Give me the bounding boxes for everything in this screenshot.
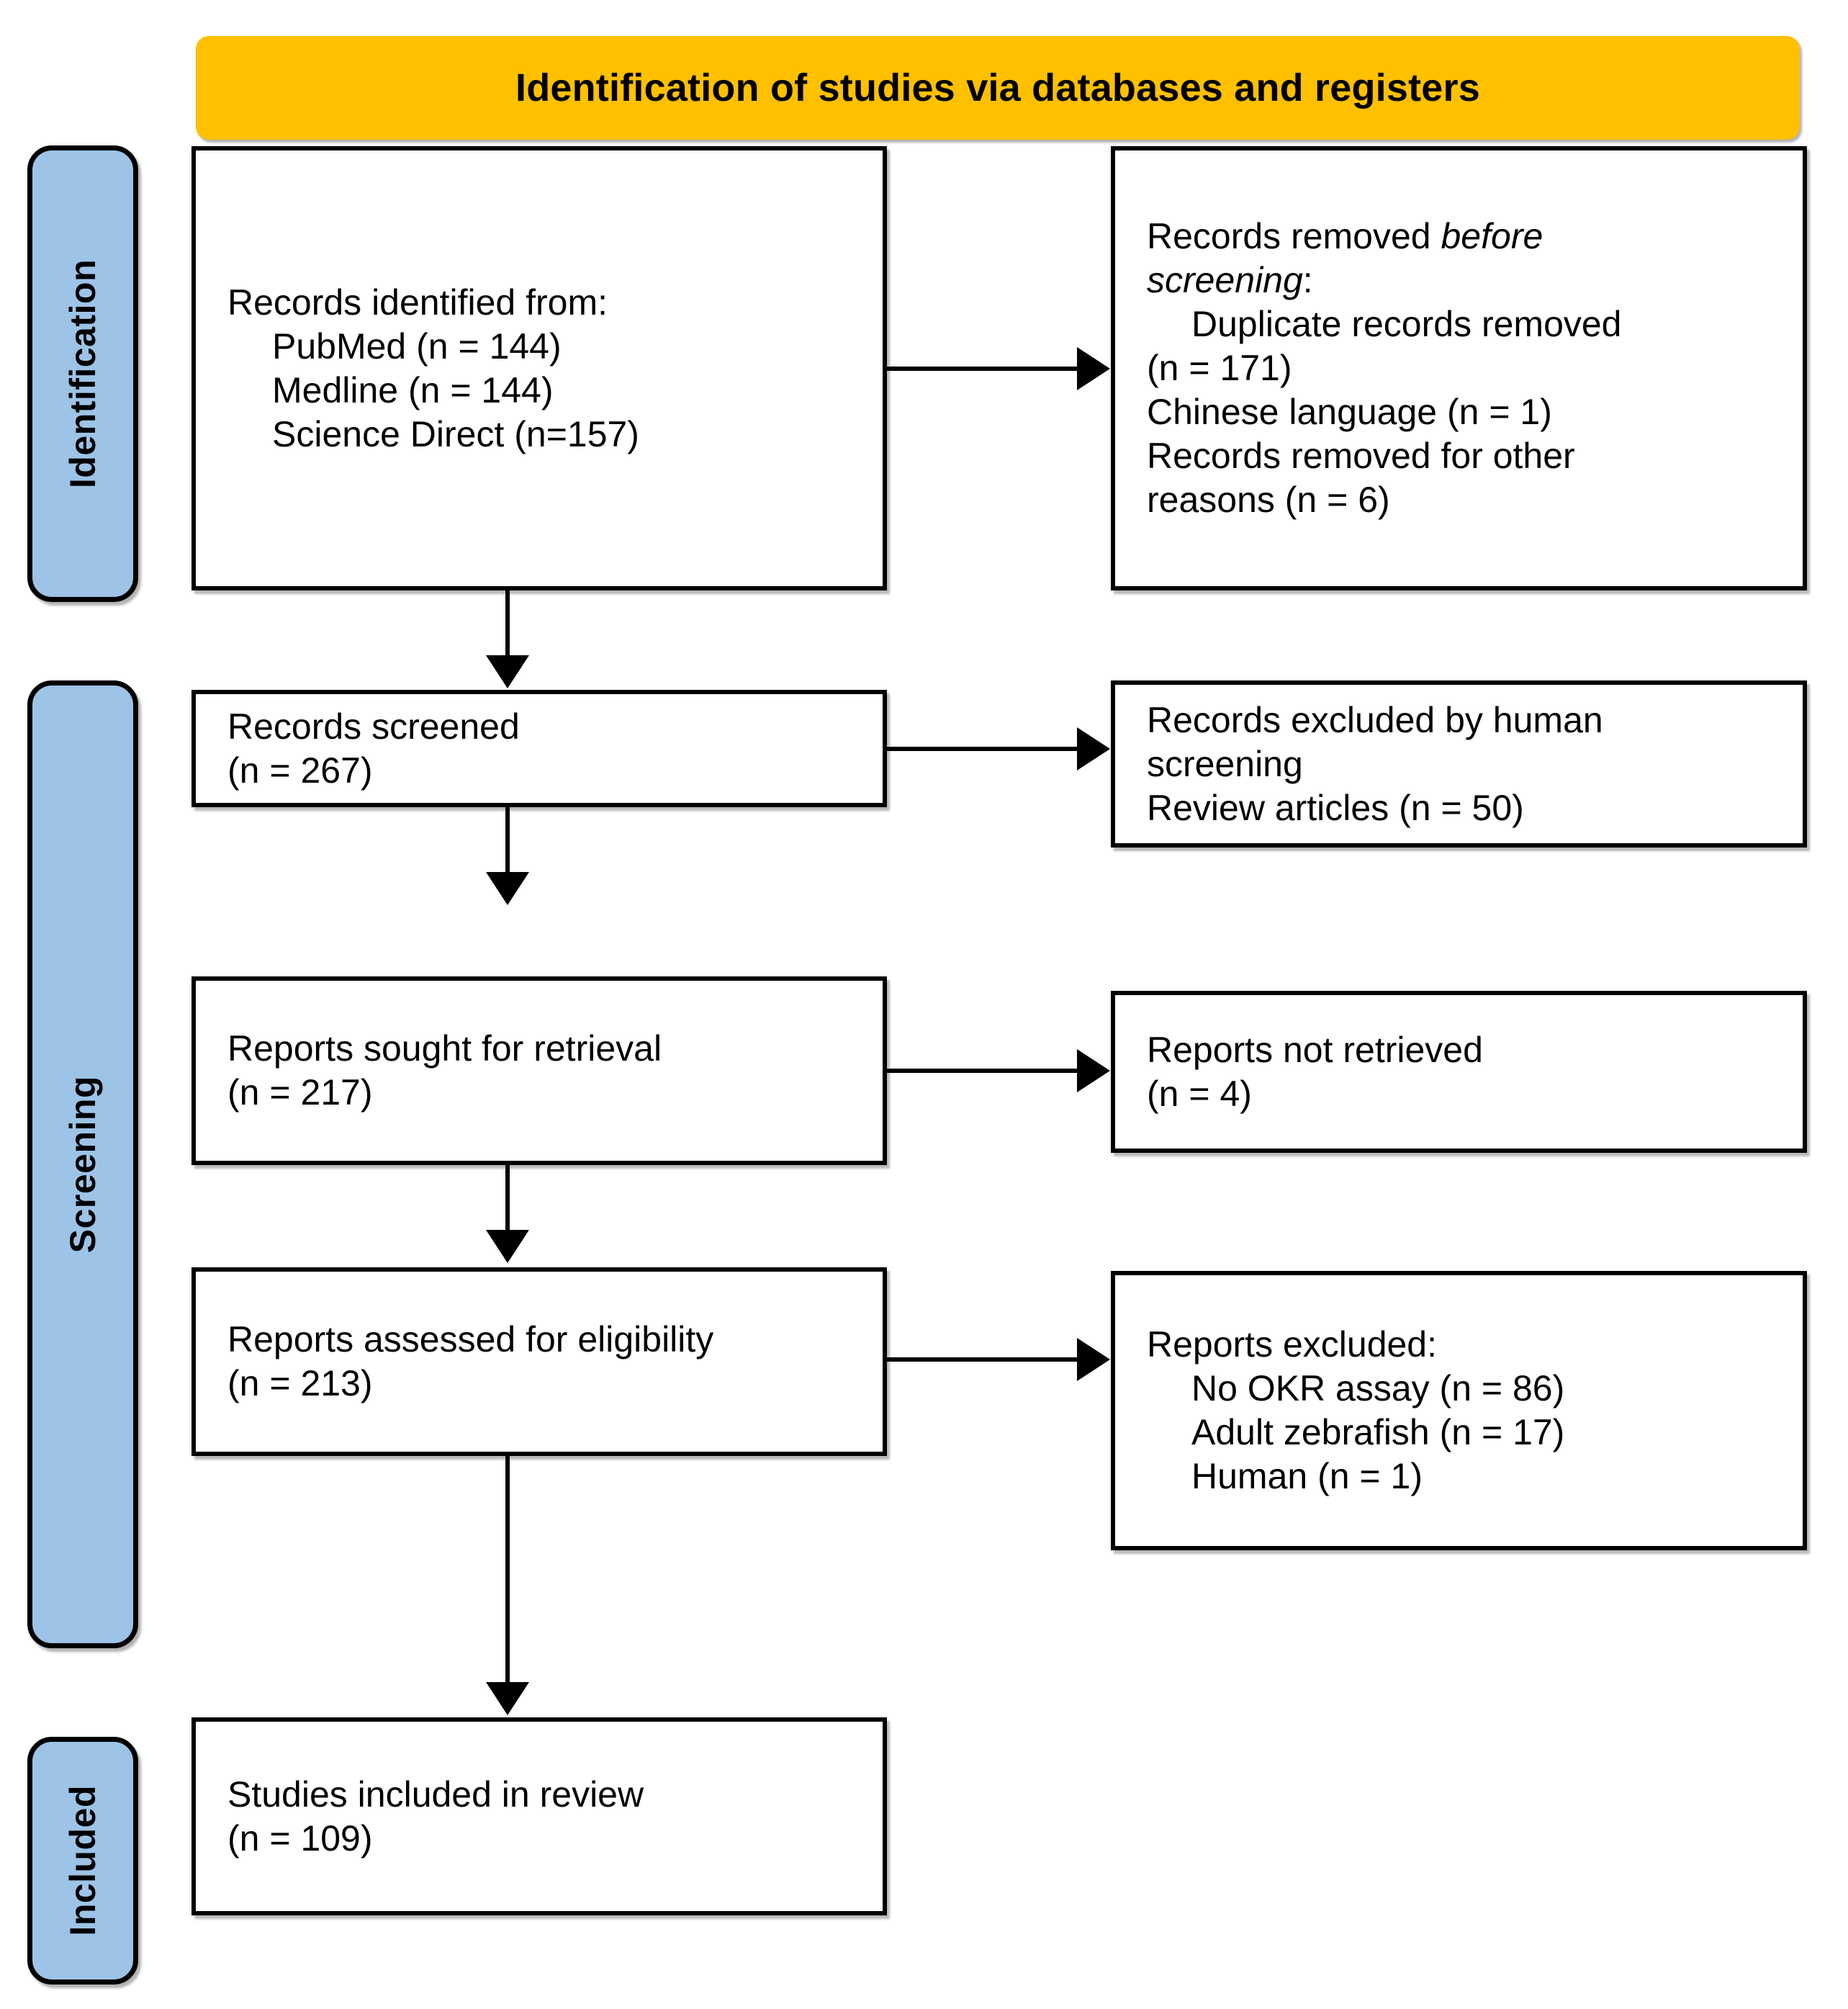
stage-label-included: Included <box>27 1737 138 1985</box>
reports-not-retrieved-line-1: Reports not retrieved <box>1147 1029 1483 1070</box>
records-identified-line-3: Medline (n = 144) <box>272 369 554 410</box>
records-removed-line-2: screening: <box>1147 259 1787 302</box>
stage-label-screening-text: Screening <box>63 1075 103 1254</box>
records-identified-line-2: PubMed (n = 144) <box>272 325 562 367</box>
box-reports-sought: Reports sought for retrieval (n = 217) <box>191 976 887 1165</box>
studies-included-line-2: (n = 109) <box>227 1817 373 1859</box>
header-banner: Identification of studies via databases … <box>196 36 1800 140</box>
arrow-head-identified-to-removed <box>1077 347 1110 390</box>
arrow-head-screened-to-sought <box>486 872 529 905</box>
reports-excluded-line-1: Reports excluded: <box>1147 1324 1438 1365</box>
records-removed-line-1: Records removed before <box>1147 215 1787 259</box>
records-excluded-line-1: Records excluded by human <box>1147 699 1603 740</box>
box-studies-included: Studies included in review (n = 109) <box>191 1717 887 1915</box>
box-records-removed: Records removed before screening: Duplic… <box>1111 146 1807 590</box>
reports-excluded-line-3: Adult zebrafish (n = 17) <box>1191 1412 1565 1452</box>
arrow-head-sought-to-not-retrieved <box>1077 1049 1110 1092</box>
stage-label-included-text: Included <box>63 1785 103 1936</box>
records-removed-text-colon: : <box>1302 260 1313 300</box>
box-reports-assessed: Reports assessed for eligibility (n = 21… <box>191 1267 887 1456</box>
reports-assessed-line-2: (n = 213) <box>227 1363 373 1403</box>
box-reports-not-retrieved: Reports not retrieved (n = 4) <box>1111 991 1807 1153</box>
arrow-line-identified-to-screened <box>505 590 510 660</box>
box-records-identified: Records identified from: PubMed (n = 144… <box>191 146 887 590</box>
arrow-head-assessed-to-included <box>486 1682 529 1715</box>
records-identified-line-4: Science Direct (n=157) <box>272 413 639 454</box>
records-excluded-line-2: screening <box>1147 743 1303 784</box>
arrow-head-assessed-to-excluded <box>1077 1338 1110 1381</box>
reports-excluded-line-2: No OKR assay (n = 86) <box>1191 1368 1565 1408</box>
box-records-excluded: Records excluded by human screening Revi… <box>1111 680 1807 848</box>
records-removed-line-3: Duplicate records removed <box>1191 304 1622 344</box>
arrow-line-assessed-to-included <box>505 1456 510 1686</box>
records-identified-line-1: Records identified from: <box>227 282 608 323</box>
records-screened-line-1: Records screened <box>227 706 520 747</box>
box-reports-excluded: Reports excluded: No OKR assay (n = 86) … <box>1111 1271 1807 1550</box>
reports-sought-line-1: Reports sought for retrieval <box>227 1028 662 1069</box>
records-removed-line-5: Chinese language (n = 1) <box>1147 392 1552 432</box>
reports-sought-line-2: (n = 217) <box>227 1072 373 1113</box>
arrow-head-sought-to-assessed <box>486 1230 529 1263</box>
records-removed-line-4: (n = 171) <box>1147 348 1292 388</box>
records-screened-line-2: (n = 267) <box>227 750 373 791</box>
records-removed-text-before: before <box>1441 216 1543 256</box>
records-removed-line-6: Records removed for other <box>1147 436 1575 476</box>
stage-label-identification: Identification <box>27 145 138 602</box>
arrow-line-assessed-to-excluded <box>887 1357 1078 1362</box>
studies-included-line-1: Studies included in review <box>227 1774 644 1815</box>
reports-not-retrieved-line-2: (n = 4) <box>1147 1073 1252 1114</box>
stage-label-identification-text: Identification <box>63 259 103 489</box>
records-removed-line-7: reasons (n = 6) <box>1147 480 1390 520</box>
reports-excluded-line-4: Human (n = 1) <box>1191 1456 1423 1496</box>
records-excluded-line-3: Review articles (n = 50) <box>1147 787 1524 828</box>
arrow-line-sought-to-not-retrieved <box>887 1069 1078 1073</box>
banner-title: Identification of studies via databases … <box>515 66 1480 109</box>
reports-assessed-line-1: Reports assessed for eligibility <box>227 1319 714 1359</box>
box-records-screened: Records screened (n = 267) <box>191 690 887 807</box>
arrow-line-screened-to-sought <box>505 807 510 876</box>
records-removed-text-a: Records removed <box>1147 216 1441 256</box>
arrow-line-screened-to-excluded <box>887 747 1078 751</box>
stage-label-screening: Screening <box>27 680 138 1648</box>
arrow-head-identified-to-screened <box>486 655 529 688</box>
arrow-line-identified-to-removed <box>887 367 1078 371</box>
records-removed-text-screening: screening <box>1147 260 1303 300</box>
arrow-line-sought-to-assessed <box>505 1165 510 1234</box>
arrow-head-screened-to-excluded <box>1077 727 1110 770</box>
